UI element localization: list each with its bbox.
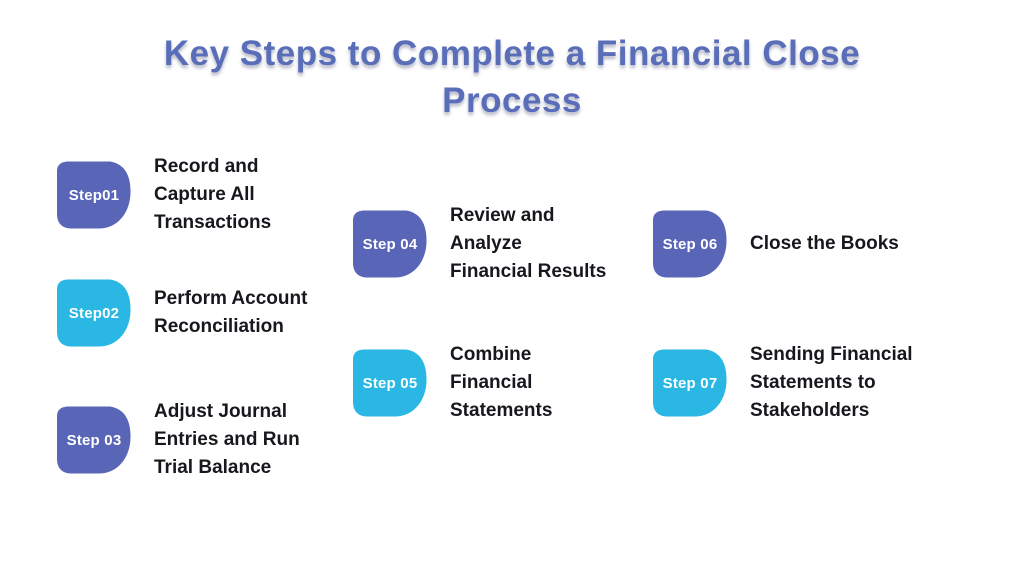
page-title: Key Steps to Complete a Financial Close … xyxy=(163,34,861,120)
step-bubble-shape-icon xyxy=(353,210,427,278)
step-3-label: Adjust Journal Entries and Run Trial Bal… xyxy=(154,401,300,478)
step-4-number: Step 04 xyxy=(362,235,418,253)
step-item-3: Step 03 Adjust Journal Entries and Run T… xyxy=(57,401,300,478)
step-2-badge: Step02 xyxy=(57,279,131,347)
step-item-7: Step 07 Sending Financial Statements to … xyxy=(653,344,913,421)
step-bubble-shape-icon xyxy=(57,161,131,229)
step-bubble-shape-icon xyxy=(353,349,427,417)
step-item-5: Step 05 Combine Financial Statements xyxy=(353,344,552,421)
step-bubble-shape-icon xyxy=(653,349,727,417)
step-6-label: Close the Books xyxy=(750,233,899,254)
step-6-number: Step 06 xyxy=(662,235,718,253)
step-bubble-shape-icon xyxy=(57,406,131,474)
step-7-badge: Step 07 xyxy=(653,349,727,417)
step-item-1: Step01 Record and Capture All Transactio… xyxy=(57,156,271,233)
step-5-badge: Step 05 xyxy=(353,349,427,417)
step-1-badge: Step01 xyxy=(57,161,131,229)
step-7-number: Step 07 xyxy=(662,374,718,392)
step-1-number: Step01 xyxy=(68,186,120,204)
step-1-label: Record and Capture All Transactions xyxy=(154,156,272,233)
step-7-label: Sending Financial Statements to Stakehol… xyxy=(750,344,913,421)
step-2-label: Perform Account Reconciliation xyxy=(154,288,308,337)
step-3-badge: Step 03 xyxy=(57,406,131,474)
step-6-badge: Step 06 xyxy=(653,210,727,278)
step-bubble-shape-icon xyxy=(57,279,131,347)
step-item-2: Step02 Perform Account Reconciliation xyxy=(57,279,307,347)
step-3-number: Step 03 xyxy=(66,431,122,449)
step-5-number: Step 05 xyxy=(362,374,418,392)
step-item-4: Step 04 Review and Analyze Financial Res… xyxy=(353,205,606,282)
step-4-label: Review and Analyze Financial Results xyxy=(450,205,607,282)
step-2-number: Step02 xyxy=(68,304,120,322)
step-4-badge: Step 04 xyxy=(353,210,427,278)
step-5-label: Combine Financial Statements xyxy=(450,344,553,421)
step-item-6: Step 06 Close the Books xyxy=(653,210,899,278)
step-bubble-shape-icon xyxy=(653,210,727,278)
